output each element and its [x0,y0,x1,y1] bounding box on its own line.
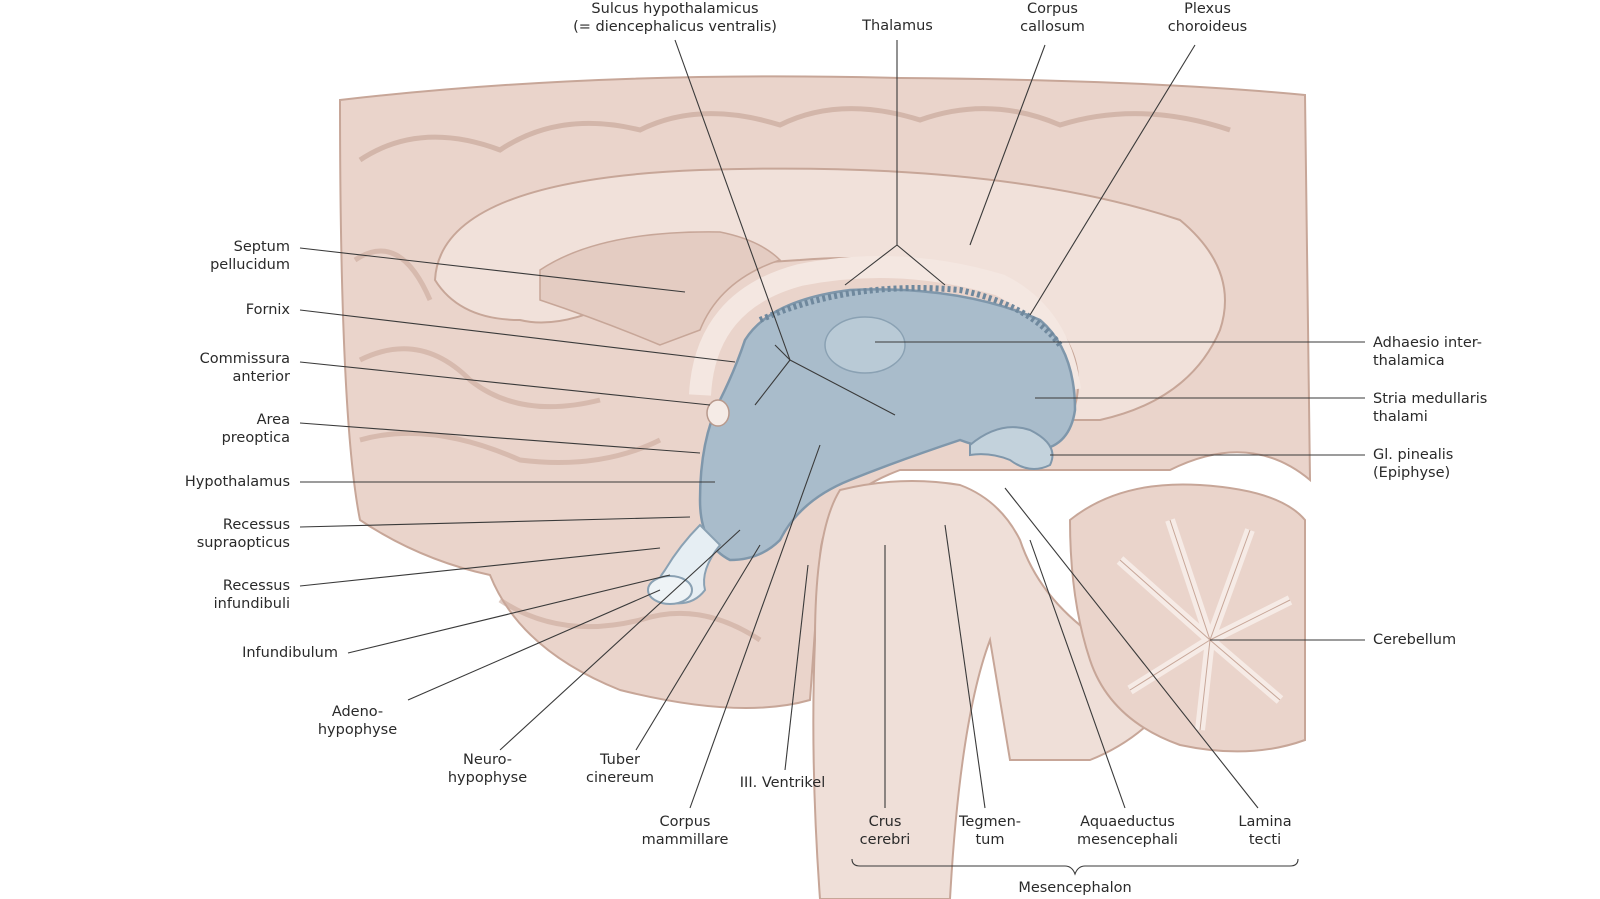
label-line: III. Ventrikel [739,775,826,791]
label-iii-ventrikel: III. Ventrikel [725,774,840,792]
label-line: thalamica [1373,353,1445,369]
label-line: Thalamus [862,18,933,34]
label-thalamus: Thalamus [850,17,945,35]
third-ventricle-shape [698,288,1077,562]
label-line: cinereum [586,770,654,786]
label-line: Cerebellum [1373,632,1457,648]
label-line: Crus [868,814,902,830]
label-line: Hypothalamus [184,474,290,490]
label-sulcus-hypothalamicus: Sulcus hypothalamicus (= diencephalicus … [560,0,790,36]
label-line: mesencephali [1077,832,1178,848]
label-tuber-cinereum: Tuber cinereum [570,751,670,787]
label-line: Recessus [222,517,290,533]
label-septum-pellucidum: Septum pellucidum [160,238,290,274]
label-fornix: Fornix [160,301,290,319]
label-line: Tegmen- [959,814,1021,830]
label-line: thalami [1373,409,1428,425]
label-line: supraopticus [196,535,290,551]
label-commissura-anterior: Commissura anterior [150,350,290,386]
label-corpus-callosum: Corpus callosum [1000,0,1105,36]
label-line: Septum [233,239,290,255]
label-neurohypophyse: Neuro- hypophyse [435,751,540,787]
brainstem-shape [812,480,1172,899]
label-line: Lamina [1238,814,1292,830]
label-line: Adeno- [331,704,384,720]
label-line: Recessus [222,578,290,594]
label-line: (Epiphyse) [1373,465,1451,481]
label-line: Adhaesio inter- [1373,335,1483,351]
label-line: (= diencephalicus ventralis) [573,19,777,35]
label-line: Gl. pinealis [1373,447,1454,463]
label-line: Neuro- [463,752,512,768]
label-line: anterior [232,369,290,385]
label-line: tecti [1248,832,1282,848]
label-line: Stria medullaris [1373,391,1488,407]
label-adhaesio-interthalamica: Adhaesio inter- thalamica [1373,334,1523,370]
label-line: Mesencephalon [1018,880,1132,896]
label-line: Sulcus hypothalamicus [591,1,759,17]
label-infundibulum: Infundibulum [200,644,338,662]
label-line: tum [975,832,1005,848]
label-corpus-mammillare: Corpus mammillare [630,813,740,849]
label-stria-medullaris: Stria medullaris thalami [1373,390,1523,426]
label-line: callosum [1020,19,1085,35]
label-line: Fornix [245,302,290,318]
leader-lines [299,39,1365,876]
label-tegmentum: Tegmen- tum [945,813,1035,849]
label-line: Plexus [1184,1,1231,17]
label-cerebellum: Cerebellum [1373,631,1523,649]
label-line: cerebri [859,832,911,848]
label-line: preoptica [221,430,290,446]
label-line: choroideus [1167,19,1248,35]
label-mesencephalon: Mesencephalon [1005,879,1145,897]
label-adenohypophyse: Adeno- hypophyse [305,703,410,739]
label-line: hypophyse [447,770,528,786]
label-recessus-supraopticus: Recessus supraopticus [150,516,290,552]
label-lamina-tecti: Lamina tecti [1220,813,1310,849]
label-line: Area [256,412,290,428]
label-line: Infundibulum [242,645,338,661]
label-crus-cerebri: Crus cerebri [840,813,930,849]
label-line: mammillare [641,832,729,848]
label-line: Commissura [199,351,290,367]
label-area-preoptica: Area preoptica [160,411,290,447]
label-hypothalamus: Hypothalamus [150,473,290,491]
label-line: infundibuli [213,596,290,612]
label-line: hypophyse [317,722,398,738]
label-line: pellucidum [210,257,290,273]
label-line: Aquaeductus [1080,814,1175,830]
label-aquaeductus-mesencephali: Aquaeductus mesencephali [1065,813,1190,849]
label-line: Tuber [600,752,640,768]
label-recessus-infundibuli: Recessus infundibuli [150,577,290,613]
label-gl-pinealis: Gl. pinealis (Epiphyse) [1373,446,1523,482]
label-plexus-choroideus: Plexus choroideus [1150,0,1265,36]
label-line: Corpus [1027,1,1078,17]
label-line: Corpus [659,814,711,830]
